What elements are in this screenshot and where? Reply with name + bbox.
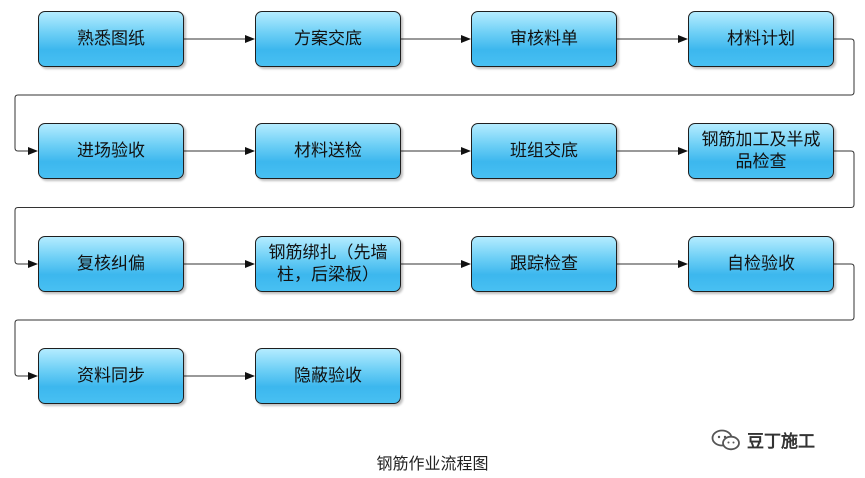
watermark: 豆丁施工 [711,427,815,452]
wechat-icon [711,429,740,450]
flow-arrow [14,150,855,268]
flow-node: 熟悉图纸 [38,11,184,67]
flow-node: 跟踪检查 [471,236,617,292]
flow-node: 隐蔽验收 [255,348,401,404]
flow-node: 资料同步 [38,348,184,404]
flow-node: 进场验收 [38,123,184,179]
flow-node: 材料计划 [688,11,834,67]
watermark-text: 豆丁施工 [747,432,815,452]
flow-node: 自检验收 [688,236,834,292]
flow-node: 钢筋加工及半成品检查 [688,123,834,179]
flow-node: 审核料单 [471,11,617,67]
flow-arrow [14,263,855,380]
flow-arrow [14,38,855,155]
flow-node: 钢筋绑扎（先墙柱，后梁板） [255,236,401,292]
flow-node: 班组交底 [471,123,617,179]
flow-node: 复核纠偏 [38,236,184,292]
flow-node: 方案交底 [255,11,401,67]
flow-node: 材料送检 [255,123,401,179]
diagram-caption: 钢筋作业流程图 [376,454,489,473]
